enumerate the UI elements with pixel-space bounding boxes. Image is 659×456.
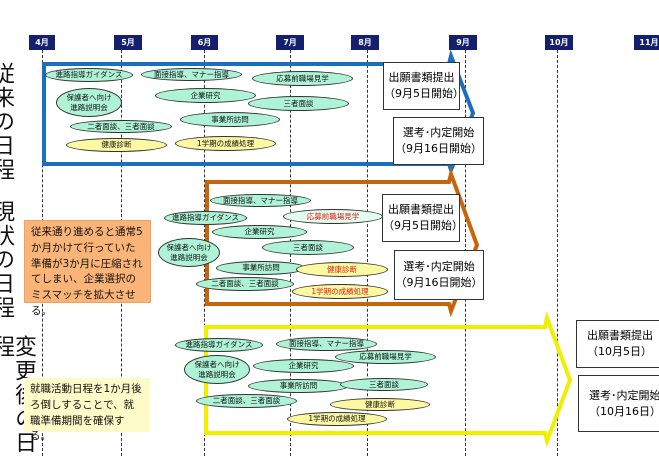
box-title: 出願書類提出 xyxy=(587,329,653,343)
activity-ellipse: 二者面談、三者面談 xyxy=(196,277,294,291)
row1-label: 従来の日程 xyxy=(0,62,14,182)
activity-ellipse: 1学期の成績処理 xyxy=(175,136,276,151)
box-title: 選考･内定開始 xyxy=(402,126,475,140)
box-title: 出願書類提出 xyxy=(388,71,455,85)
row2-application-box: 出願書類提出 （9月5日開始） xyxy=(382,194,460,242)
activity-ellipse: 1学期の成績処理 xyxy=(292,284,388,299)
activity-ellipse: 企業研究 xyxy=(253,359,354,373)
month-gridline xyxy=(367,50,368,456)
activity-ellipse: 事業所訪問 xyxy=(248,379,349,393)
row3-note: 就職活動日程を1か月後ろ倒しすることで、就職準備期間を確保する。 xyxy=(24,378,150,442)
box-sub: （9月16日開始） xyxy=(395,276,483,289)
month-label: 8月 xyxy=(351,35,379,50)
month-label: 7月 xyxy=(276,35,304,50)
box-sub: （10月16日） xyxy=(589,404,659,418)
box-sub: （9月16日開始） xyxy=(395,142,482,155)
activity-ellipse: 健康診断 xyxy=(66,138,167,152)
activity-ellipse: 応募前職場見学 xyxy=(283,209,383,224)
activity-ellipse: 事業所訪問 xyxy=(180,112,280,127)
activity-ellipse: 健康診断 xyxy=(330,398,430,411)
box-title: 選考･内定開始 xyxy=(403,260,475,274)
box-sub: （9月5日開始） xyxy=(383,219,460,232)
box-sub: （9月5日開始） xyxy=(384,87,460,100)
activity-ellipse: 三者面談 xyxy=(262,240,354,255)
activity-ellipse: 二者面談、三者面談 xyxy=(70,120,172,133)
box-title: 出願書類提出 xyxy=(388,203,454,217)
box-title: 選考･内定開始 xyxy=(589,388,659,402)
activity-ellipse: 企業研究 xyxy=(212,225,307,239)
activity-ellipse: 応募前職場見学 xyxy=(252,71,353,86)
activity-ellipse: 事業所訪問 xyxy=(216,261,306,275)
activity-ellipse: 企業研究 xyxy=(155,88,256,103)
activity-ellipse: 面接指導、マナー指導 xyxy=(210,194,311,207)
row3-selection-box: 選考･内定開始 （10月16日） xyxy=(578,375,659,432)
month-label: 6月 xyxy=(191,35,218,50)
row1-selection-box: 選考･内定開始 （9月16日開始） xyxy=(393,117,484,165)
activity-ellipse: 保護者へ向け 進路説明会 xyxy=(158,238,220,267)
row1-application-box: 出願書類提出 （9月5日開始） xyxy=(383,62,460,110)
row3-arrow xyxy=(204,310,573,448)
activity-ellipse: 保護者へ向け 進路説明会 xyxy=(184,355,250,384)
month-label: 9月 xyxy=(449,35,477,50)
activity-ellipse: 進路指導ガイダンス xyxy=(175,338,263,352)
activity-ellipse: 面接指導、マナー指導 xyxy=(276,337,377,351)
month-gridline xyxy=(557,50,558,456)
activity-ellipse: 応募前職場見学 xyxy=(335,350,436,364)
activity-ellipse: 1学期の成績処理 xyxy=(287,412,387,426)
row2-label: 現状の日程 xyxy=(0,200,14,320)
row2-selection-box: 選考･内定開始 （9月16日開始） xyxy=(394,250,484,300)
month-label: 4月 xyxy=(29,35,55,50)
month-label: 10月 xyxy=(545,35,573,50)
month-label: 5月 xyxy=(114,35,142,50)
activity-ellipse: 三者面談 xyxy=(248,96,349,111)
activity-ellipse: 健康診断 xyxy=(296,262,388,277)
activity-ellipse: 進路指導ガイダンス xyxy=(45,68,133,82)
row3-application-box: 出願書類提出 （10月5日） xyxy=(576,320,659,368)
activity-ellipse: 三者面談 xyxy=(340,378,428,391)
activity-ellipse: 保護者へ向け 進路説明会 xyxy=(56,88,122,117)
month-label: 11月 xyxy=(634,35,659,50)
activity-ellipse: 面接指導、マナー指導 xyxy=(141,68,242,81)
row2-note: 従来通り進めると通常5か月かけて行っていた準備が3か月に圧縮されてしまい、企業選… xyxy=(24,220,151,317)
activity-ellipse: 二者面談、三者面談 xyxy=(196,394,297,408)
box-sub: （10月5日） xyxy=(587,345,652,358)
activity-ellipse: 進路指導ガイダンス xyxy=(164,211,247,225)
